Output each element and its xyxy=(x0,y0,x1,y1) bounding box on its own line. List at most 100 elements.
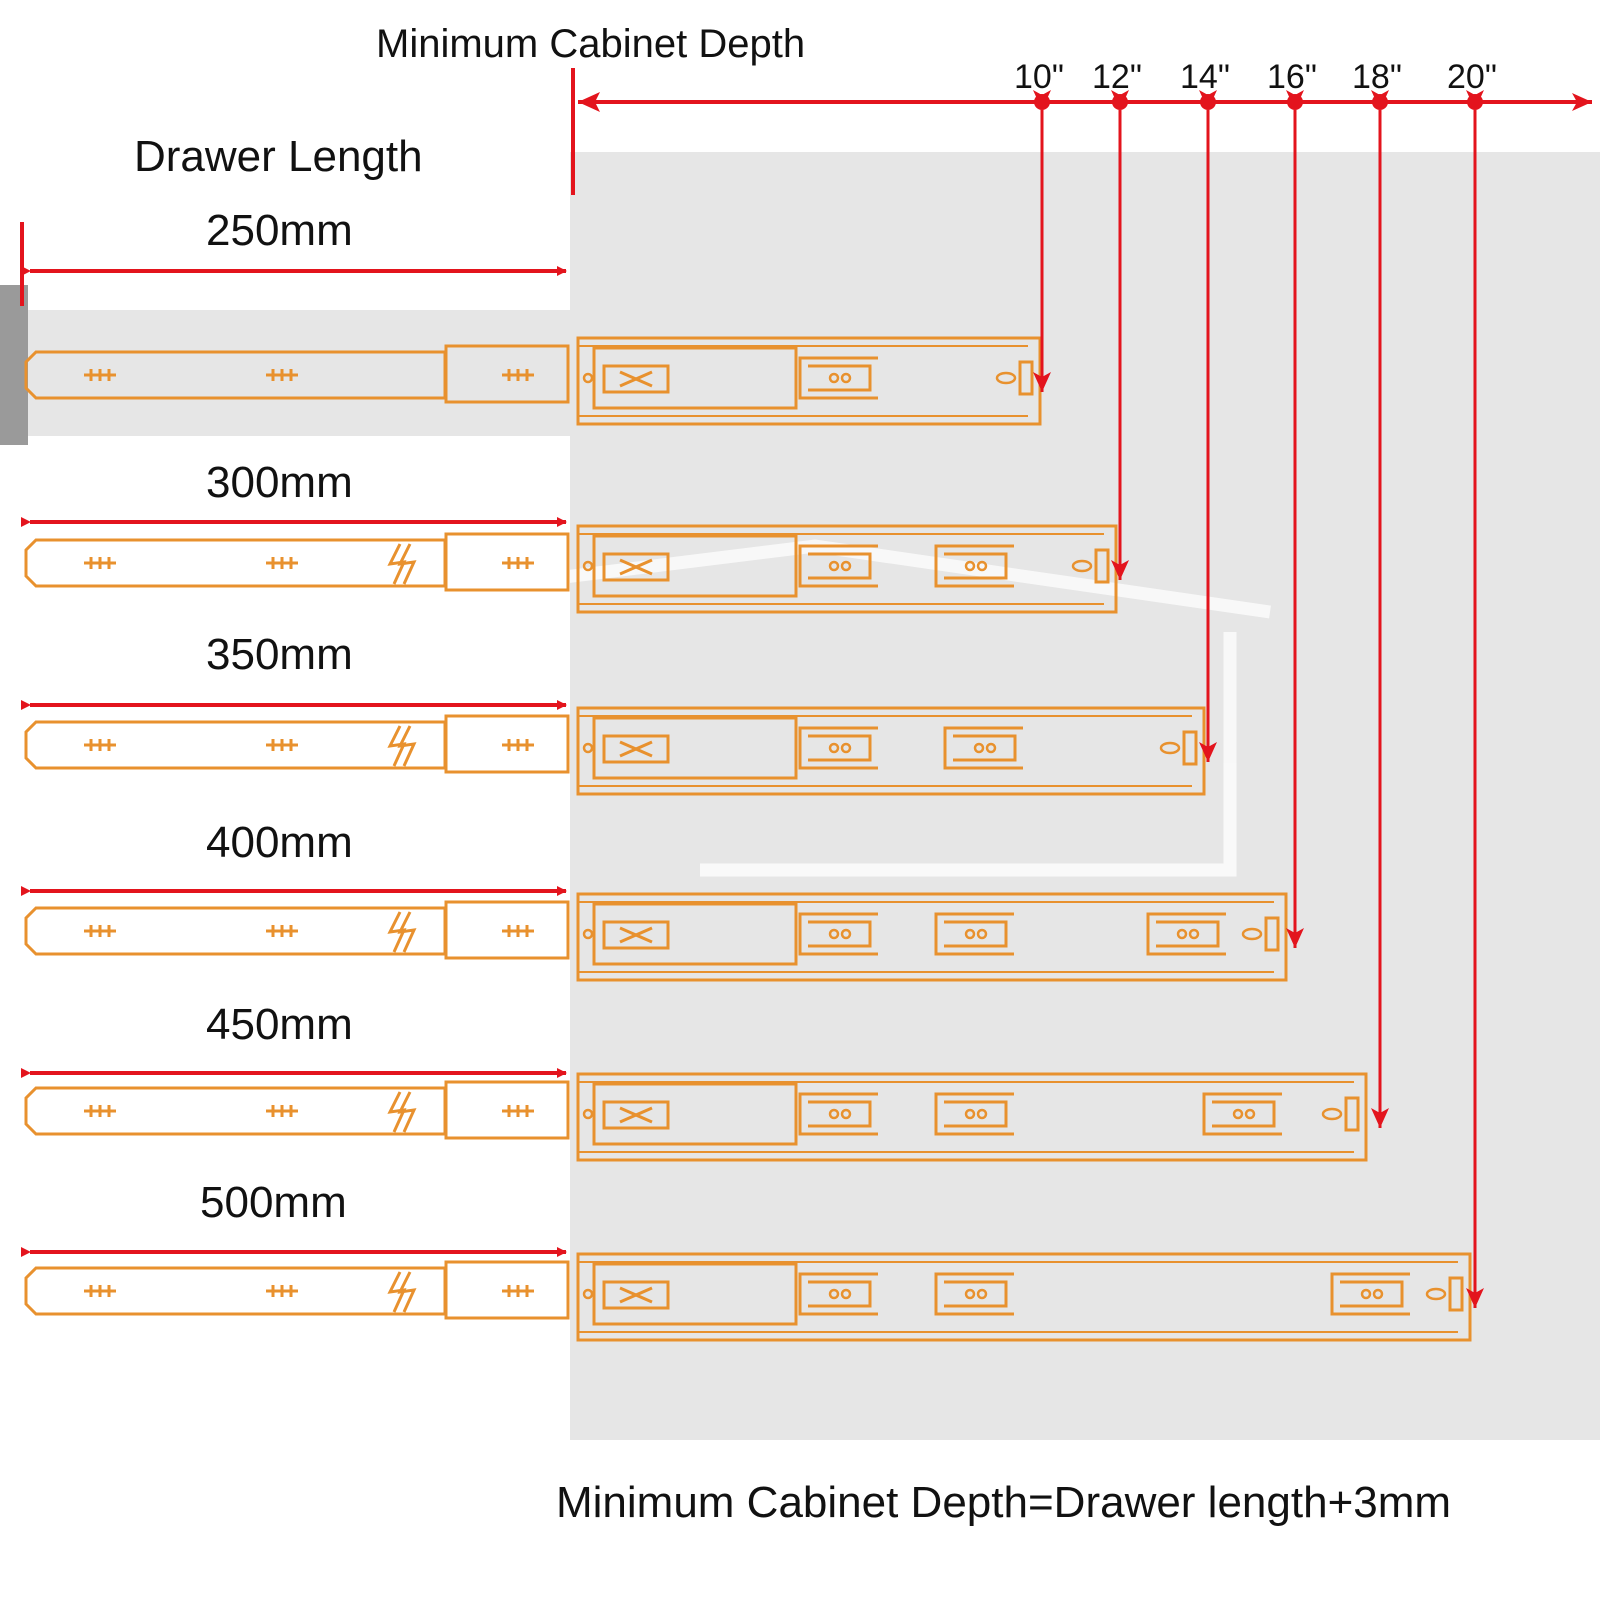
ball-bearing-window xyxy=(592,346,798,410)
drawer-length-label: 250mm xyxy=(206,206,353,255)
mounting-slot xyxy=(934,912,1014,956)
mounting-slot xyxy=(828,1288,840,1300)
mounting-slot xyxy=(1188,928,1200,940)
slide-rail xyxy=(24,1072,1368,1162)
slide-rail xyxy=(24,706,1206,796)
drawer-length-label: 400mm xyxy=(206,818,353,867)
break-symbol xyxy=(387,1271,407,1313)
mounting-slot xyxy=(985,742,997,754)
mounting-slot xyxy=(1176,928,1188,940)
break-symbol xyxy=(387,725,407,767)
mounting-slot xyxy=(840,742,852,754)
break-symbol xyxy=(387,1091,407,1133)
mounting-slot xyxy=(828,928,840,940)
rear-bracket xyxy=(1182,730,1198,766)
mounting-slot xyxy=(976,1288,988,1300)
mounting-slot xyxy=(828,560,840,572)
mounting-slot xyxy=(798,726,878,770)
intermediate-member xyxy=(444,344,570,404)
mounting-slot xyxy=(964,560,976,572)
end-hole xyxy=(1425,1287,1447,1301)
ball-bearing-window xyxy=(592,1262,798,1326)
mounting-slot xyxy=(840,372,852,384)
outer-member xyxy=(576,1252,1472,1342)
bearing-retainer xyxy=(619,926,653,944)
outer-member xyxy=(576,336,1042,426)
outer-member xyxy=(576,1072,1368,1162)
break-symbol xyxy=(397,543,417,585)
mounting-slot xyxy=(1372,1288,1384,1300)
bearing-retainer xyxy=(619,1106,653,1124)
slide-rail xyxy=(24,1252,1472,1342)
bearing-retainer xyxy=(619,1286,653,1304)
outer-member xyxy=(576,706,1206,796)
mounting-slot xyxy=(976,928,988,940)
mounting-slot xyxy=(840,928,852,940)
mounting-slot xyxy=(798,912,878,956)
bearing-retainer xyxy=(619,740,653,758)
drawer-strip xyxy=(0,310,570,436)
mounting-slot xyxy=(934,1092,1014,1136)
mounting-slot xyxy=(1244,1108,1256,1120)
mounting-slot xyxy=(1360,1288,1372,1300)
break-symbol xyxy=(397,1091,417,1133)
mounting-slot xyxy=(840,1288,852,1300)
depth-mark-label: 16" xyxy=(1267,58,1317,96)
bearing-retainer xyxy=(602,364,670,394)
mounting-slot xyxy=(976,1108,988,1120)
end-hole xyxy=(1321,1107,1343,1121)
rivet xyxy=(582,742,594,754)
mounting-slot xyxy=(934,1272,1014,1316)
depth-axis-start-arrow xyxy=(578,92,600,112)
bearing-retainer xyxy=(619,370,653,388)
bearing-retainer xyxy=(602,1280,670,1310)
depth-mark-label: 18" xyxy=(1352,58,1402,96)
rear-bracket xyxy=(1018,360,1034,396)
mounting-slot xyxy=(976,560,988,572)
drawer-length-label: 350mm xyxy=(206,630,353,679)
intermediate-member xyxy=(444,532,570,592)
drawer-length-label: 450mm xyxy=(206,1000,353,1049)
rear-bracket xyxy=(1344,1096,1360,1132)
mounting-slot xyxy=(964,1108,976,1120)
slide-rail xyxy=(24,892,1288,982)
rear-bracket xyxy=(1264,916,1280,952)
intermediate-member xyxy=(444,714,570,774)
drawer-length-label: 500mm xyxy=(200,1178,347,1227)
mounting-slot xyxy=(943,726,1023,770)
rear-bracket xyxy=(1448,1276,1464,1312)
break-symbol xyxy=(387,543,407,585)
mounting-slot xyxy=(840,1108,852,1120)
ball-bearing-window xyxy=(592,534,798,598)
mounting-slot xyxy=(964,1288,976,1300)
rivet xyxy=(582,560,594,572)
outer-member xyxy=(576,892,1288,982)
bearing-retainer xyxy=(602,920,670,950)
ball-bearing-window xyxy=(592,1082,798,1146)
mounting-slot xyxy=(798,356,878,400)
outer-member xyxy=(576,524,1118,614)
rivet xyxy=(582,1108,594,1120)
mounting-slot xyxy=(1202,1092,1282,1136)
bearing-retainer xyxy=(619,558,653,576)
mounting-slot xyxy=(1330,1272,1410,1316)
mounting-slot xyxy=(798,544,878,588)
cabinet-wall xyxy=(0,285,28,445)
depth-mark-label: 14" xyxy=(1180,58,1230,96)
mounting-slot xyxy=(973,742,985,754)
rear-bracket xyxy=(1094,548,1110,584)
intermediate-member xyxy=(444,900,570,960)
bearing-retainer xyxy=(602,1100,670,1130)
mounting-slot xyxy=(964,928,976,940)
end-hole xyxy=(1241,927,1263,941)
mounting-slot xyxy=(1146,912,1226,956)
chart-title: Minimum Cabinet Depth xyxy=(376,22,806,66)
break-symbol xyxy=(397,725,417,767)
drawer-length-label: 300mm xyxy=(206,458,353,507)
break-symbol xyxy=(397,1271,417,1313)
mounting-slot xyxy=(828,742,840,754)
ball-bearing-window xyxy=(592,716,798,780)
break-symbol xyxy=(397,911,417,953)
intermediate-member xyxy=(444,1260,570,1320)
